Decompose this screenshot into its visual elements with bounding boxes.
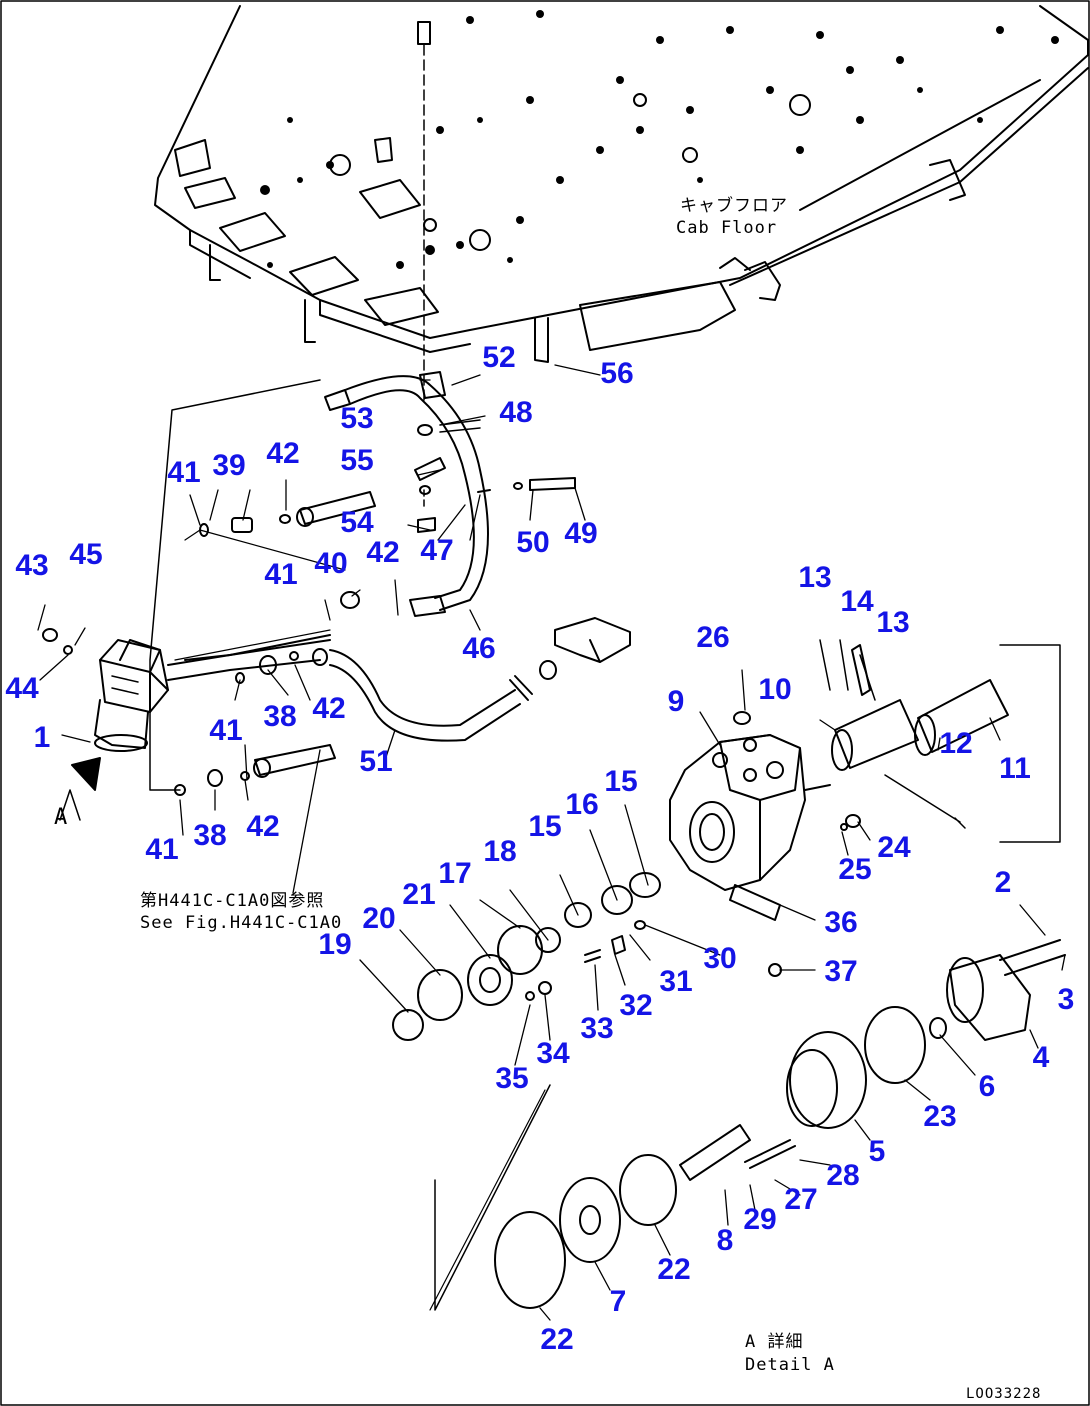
part-label: 7 xyxy=(609,1285,627,1318)
part-label: 56 xyxy=(600,357,634,390)
part-label: 44 xyxy=(5,672,39,705)
part-label: 31 xyxy=(659,965,693,998)
part-label: 52 xyxy=(482,341,516,374)
part-label: 20 xyxy=(362,902,396,935)
see-figure-note-jp: 第H441C-C1A0図参照 xyxy=(140,891,325,911)
part-label: 42 xyxy=(246,810,280,843)
part-label: 13 xyxy=(876,606,910,639)
part-label: 12 xyxy=(939,727,973,760)
part-label: 49 xyxy=(564,517,598,550)
part-label: 4 xyxy=(1032,1041,1050,1074)
part-label: 2 xyxy=(994,866,1012,899)
orbitrol-valve xyxy=(94,639,169,752)
part-label: 10 xyxy=(758,673,792,706)
part-label: 42 xyxy=(312,692,346,725)
part-label: 25 xyxy=(838,853,872,886)
valve-body xyxy=(669,734,831,921)
part-label: 24 xyxy=(877,831,911,864)
part-label: 13 xyxy=(798,561,832,594)
part-label: 34 xyxy=(536,1037,570,1070)
gerotor-set xyxy=(429,939,1066,1311)
part-label: 43 xyxy=(15,549,49,582)
cab-floor-plate xyxy=(154,5,1089,363)
part-label: 22 xyxy=(657,1253,691,1286)
part-label: 50 xyxy=(516,526,550,559)
part-label: 19 xyxy=(318,928,352,961)
fittings xyxy=(42,371,631,796)
part-label: 14 xyxy=(840,585,874,618)
part-label: 26 xyxy=(696,621,730,654)
view-letter: A xyxy=(54,805,69,830)
part-label: 23 xyxy=(923,1100,957,1133)
part-label: 27 xyxy=(784,1183,818,1216)
spool-assembly xyxy=(733,639,1061,843)
part-label: 37 xyxy=(824,955,858,988)
part-label: 9 xyxy=(667,685,685,718)
part-label: 28 xyxy=(826,1159,860,1192)
cab-floor-label: Cab Floor xyxy=(676,218,778,238)
part-label: 41 xyxy=(264,558,298,591)
part-label: 21 xyxy=(402,878,436,911)
rings xyxy=(392,872,782,1041)
drawing-code: LOO33228 xyxy=(966,1386,1042,1402)
part-label: 15 xyxy=(528,810,562,843)
part-label: 17 xyxy=(438,857,472,890)
part-label: 40 xyxy=(314,547,348,580)
part-label: 39 xyxy=(212,449,246,482)
see-figure-note: See Fig.H441C-C1A0 xyxy=(140,913,343,933)
part-label: 55 xyxy=(340,444,374,477)
part-label: 45 xyxy=(69,538,103,571)
part-label: 41 xyxy=(167,456,201,489)
part-label: 15 xyxy=(604,765,638,798)
part-label: 30 xyxy=(703,942,737,975)
part-label: 11 xyxy=(999,752,1031,785)
part-label: 42 xyxy=(366,536,400,569)
part-label: 5 xyxy=(868,1135,886,1168)
detail-title-jp: A 詳細 xyxy=(745,1332,804,1352)
part-label: 3 xyxy=(1057,983,1075,1016)
part-label: 6 xyxy=(978,1070,996,1103)
part-label: 29 xyxy=(743,1203,777,1236)
part-label: 48 xyxy=(499,396,533,429)
part-label: 8 xyxy=(716,1224,734,1257)
part-label: 38 xyxy=(263,700,297,733)
part-label: 41 xyxy=(145,833,179,866)
part-label: 53 xyxy=(340,402,374,435)
part-label: 42 xyxy=(266,437,300,470)
part-label: 38 xyxy=(193,819,227,852)
part-label: 54 xyxy=(340,506,374,539)
part-label: 22 xyxy=(540,1323,574,1356)
part-label: 47 xyxy=(420,534,454,567)
part-label: 33 xyxy=(580,1012,614,1045)
part-label: 18 xyxy=(483,835,517,868)
part-label: 35 xyxy=(495,1062,529,1095)
part-label: 1 xyxy=(33,721,51,754)
detail-title: Detail A xyxy=(745,1355,835,1375)
part-label: 51 xyxy=(359,745,393,778)
part-label: 41 xyxy=(209,714,243,747)
part-label: 36 xyxy=(824,906,858,939)
part-label: 46 xyxy=(462,632,496,665)
cab-floor-label-jp: キャブフロア xyxy=(680,196,788,216)
part-label: 16 xyxy=(565,788,599,821)
part-label: 32 xyxy=(619,989,653,1022)
